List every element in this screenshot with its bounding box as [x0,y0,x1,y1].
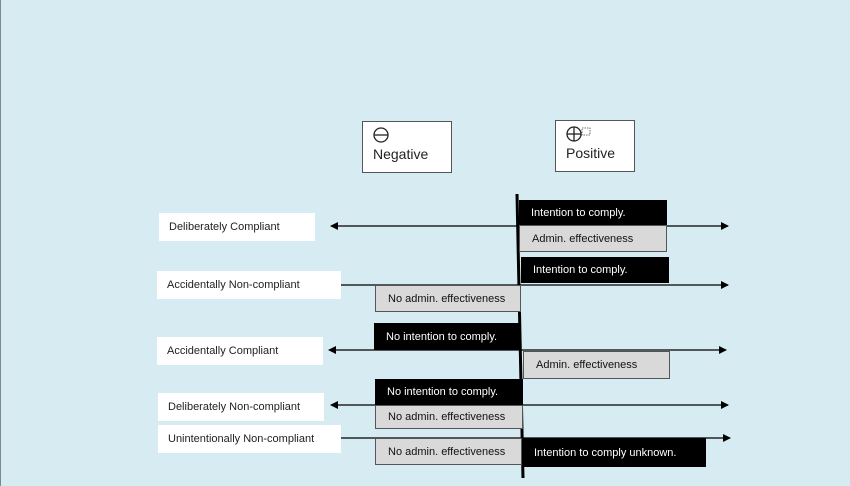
legend-negative: Negative [362,121,452,173]
box-no-intention-to-comply: No intention to comply. [375,379,523,405]
box-intention-to-comply: Intention to comply. [521,257,669,283]
circle-minus-icon [373,126,441,144]
legend-negative-label: Negative [373,146,429,162]
row-label-deliberately-noncompliant: Deliberately Non-compliant [158,393,324,421]
box-no-admin-effectiveness: No admin. effectiveness [375,285,521,312]
row-label-accidentally-noncompliant: Accidentally Non-compliant [157,271,341,299]
box-intention-to-comply: Intention to comply. [519,200,667,225]
circle-plus-icon [566,125,624,143]
box-admin-effectiveness: Admin. effectiveness [519,225,667,252]
box-no-admin-effectiveness: No admin. effectiveness [375,405,523,429]
row-label-accidentally-compliant: Accidentally Compliant [157,337,323,365]
box-no-intention-to-comply: No intention to comply. [374,323,521,350]
legend-positive: Positive [555,120,635,172]
legend-positive-label: Positive [566,145,616,161]
box-admin-effectiveness: Admin. effectiveness [523,351,670,379]
box-no-admin-effectiveness: No admin. effectiveness [375,438,522,465]
row-label-deliberately-compliant: Deliberately Compliant [159,213,315,241]
row-label-unintentionally-noncompliant: Unintentionally Non-compliant [158,425,341,453]
box-intention-to-comply-unknown: Intention to comply unknown. [522,438,706,467]
